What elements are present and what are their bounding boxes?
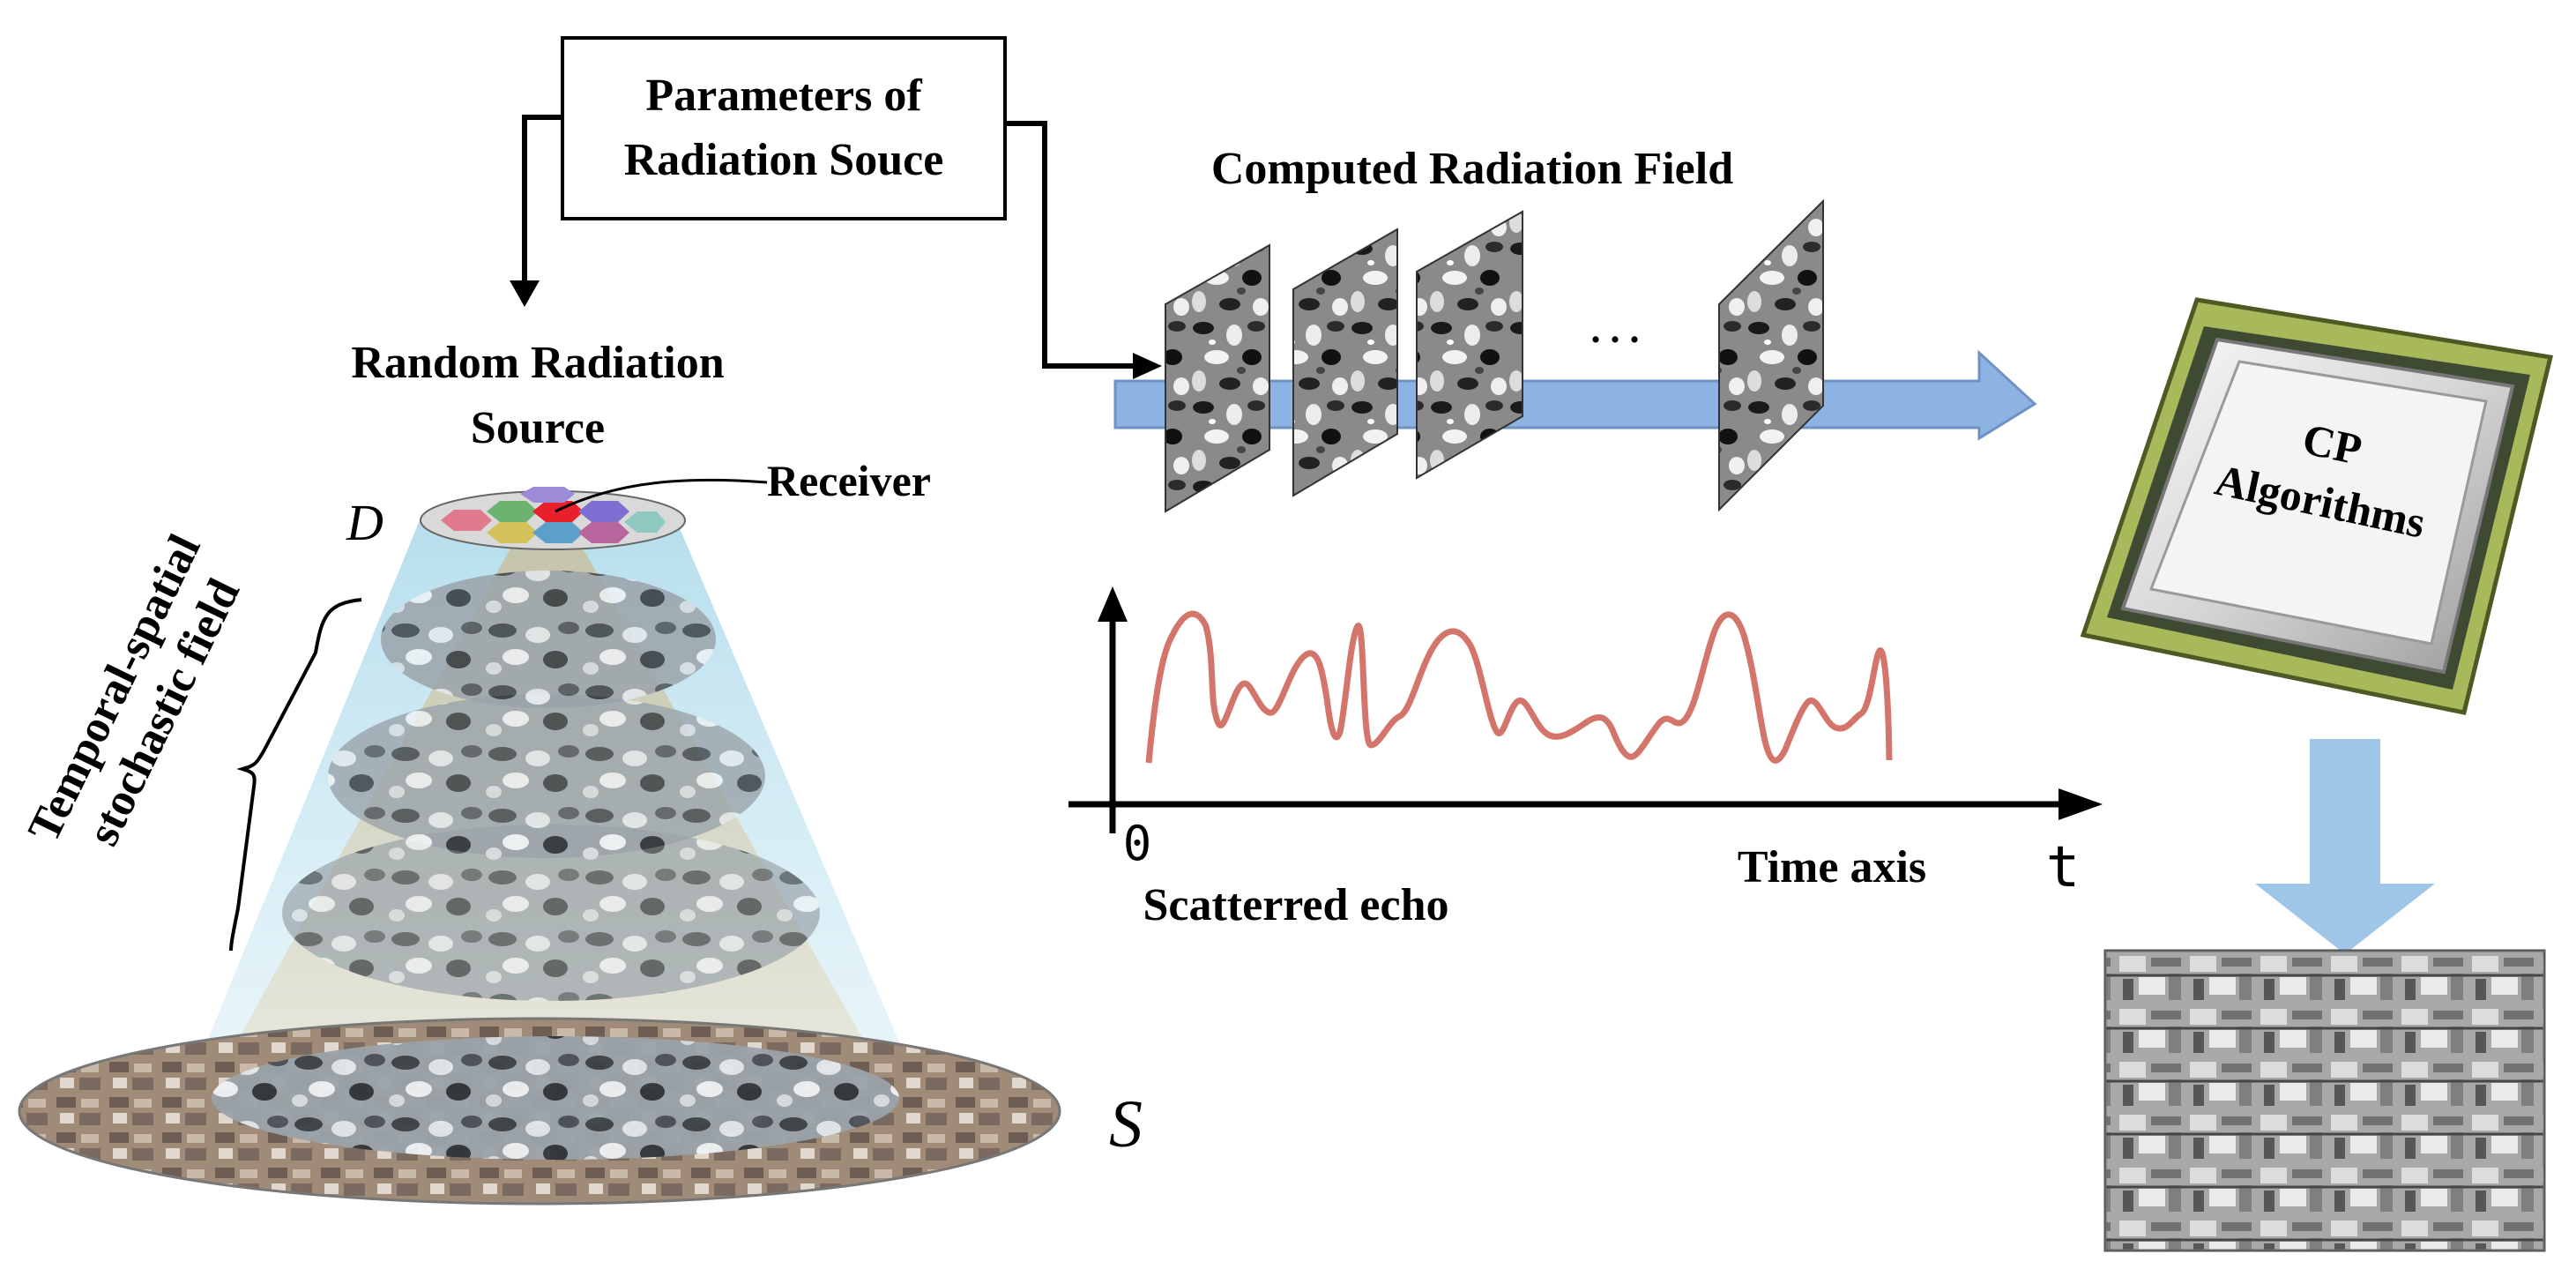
params-line2: Radiation Souce bbox=[624, 135, 944, 185]
echo-y-arrowhead bbox=[1098, 586, 1128, 622]
echo-signal-curve bbox=[1145, 610, 1893, 764]
d-label: D bbox=[346, 494, 383, 551]
connector-to-source bbox=[522, 115, 562, 291]
field-label-group: Temporal-spatial stochastic field bbox=[19, 526, 249, 853]
connector-to-field bbox=[1005, 121, 1137, 369]
cpu-chip bbox=[2080, 297, 2554, 715]
field-layer-2 bbox=[328, 694, 765, 858]
params-box bbox=[561, 36, 1007, 220]
source-line2: Source bbox=[471, 403, 605, 453]
cpu-line1: CP bbox=[2298, 414, 2366, 474]
s-label: S bbox=[1109, 1087, 1143, 1161]
echo-plot bbox=[1068, 586, 2103, 833]
params-line1: Parameters of bbox=[645, 71, 922, 121]
field-layer-1 bbox=[381, 571, 716, 708]
source-line1: Random Radiation bbox=[351, 338, 724, 388]
echo-zero-label: 0 bbox=[1123, 816, 1152, 871]
field-frame-3 bbox=[1416, 210, 1523, 480]
time-axis-label: Time axis bbox=[1738, 842, 1926, 892]
echo-caption: Scatterred echo bbox=[1143, 880, 1448, 930]
field-frame-4 bbox=[1718, 198, 1824, 512]
receiver-label: Receiver bbox=[767, 456, 931, 505]
frames-ellipsis: . . . bbox=[1591, 308, 1640, 351]
receiver-pointer bbox=[555, 478, 768, 513]
reconstructed-image bbox=[2103, 949, 2546, 1252]
field-frame-1 bbox=[1165, 243, 1270, 513]
computed-field-title: Computed Radiation Field bbox=[1211, 144, 1733, 194]
arrowhead-to-source bbox=[510, 280, 540, 307]
field-layer-3 bbox=[282, 825, 820, 1001]
ground-illumination bbox=[212, 1036, 899, 1160]
field-frame-2 bbox=[1292, 228, 1398, 497]
t-label: t bbox=[2046, 835, 2081, 900]
arrowhead-to-field bbox=[1133, 353, 1162, 379]
down-arrow bbox=[2255, 739, 2435, 954]
field-brace bbox=[229, 598, 362, 952]
antenna-array bbox=[420, 487, 686, 550]
echo-x-arrowhead bbox=[2059, 788, 2103, 820]
